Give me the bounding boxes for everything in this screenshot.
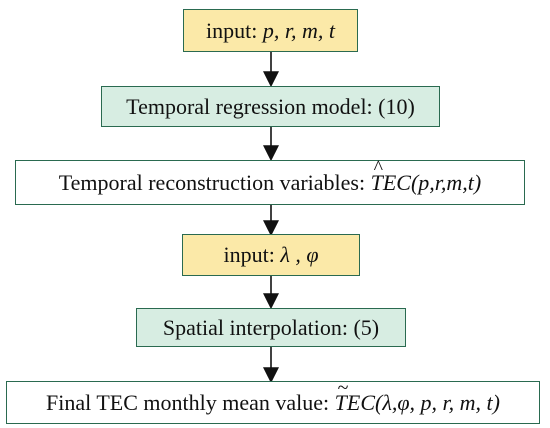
tec-hat-symbol: ^TEC <box>370 157 411 196</box>
temporal-reconstruction-node: Temporal reconstruction variables: ^TEC(… <box>15 157 525 205</box>
tec-symbol-text: TEC <box>370 169 411 195</box>
input-node-label: input: <box>206 17 258 43</box>
tilde-accent: ~ <box>337 376 349 399</box>
spatial-interpolation-node: Spatial interpolation: (5) <box>136 308 406 347</box>
input-spatial-label: input: <box>223 242 275 267</box>
final-tec-label: Final TEC monthly mean value: <box>46 389 330 415</box>
hat-accent: ^ <box>373 156 383 179</box>
final-tec-node: Final TEC monthly mean value: ~TEC(λ,φ, … <box>6 377 540 424</box>
tec-final-symbol-text: TEC <box>334 389 375 415</box>
temporal-regression-model-label: Temporal regression model: (10) <box>126 93 415 119</box>
input-spatial-variables: λ , φ <box>280 242 319 267</box>
temporal-reconstruction-args: (p,r,m,t) <box>410 169 482 195</box>
input-node-temporal: input: p, r, m, t <box>183 9 358 52</box>
tec-tilde-symbol: ~TEC <box>334 377 375 416</box>
spatial-interpolation-label: Spatial interpolation: (5) <box>162 314 380 340</box>
final-tec-args: (λ,φ, p, r, m, t) <box>375 389 500 415</box>
temporal-reconstruction-label: Temporal reconstruction variables: <box>58 169 366 195</box>
temporal-regression-model-node: Temporal regression model: (10) <box>101 86 440 127</box>
input-node-variables: p, r, m, t <box>262 17 335 43</box>
input-node-spatial: input: λ , φ <box>182 234 360 276</box>
